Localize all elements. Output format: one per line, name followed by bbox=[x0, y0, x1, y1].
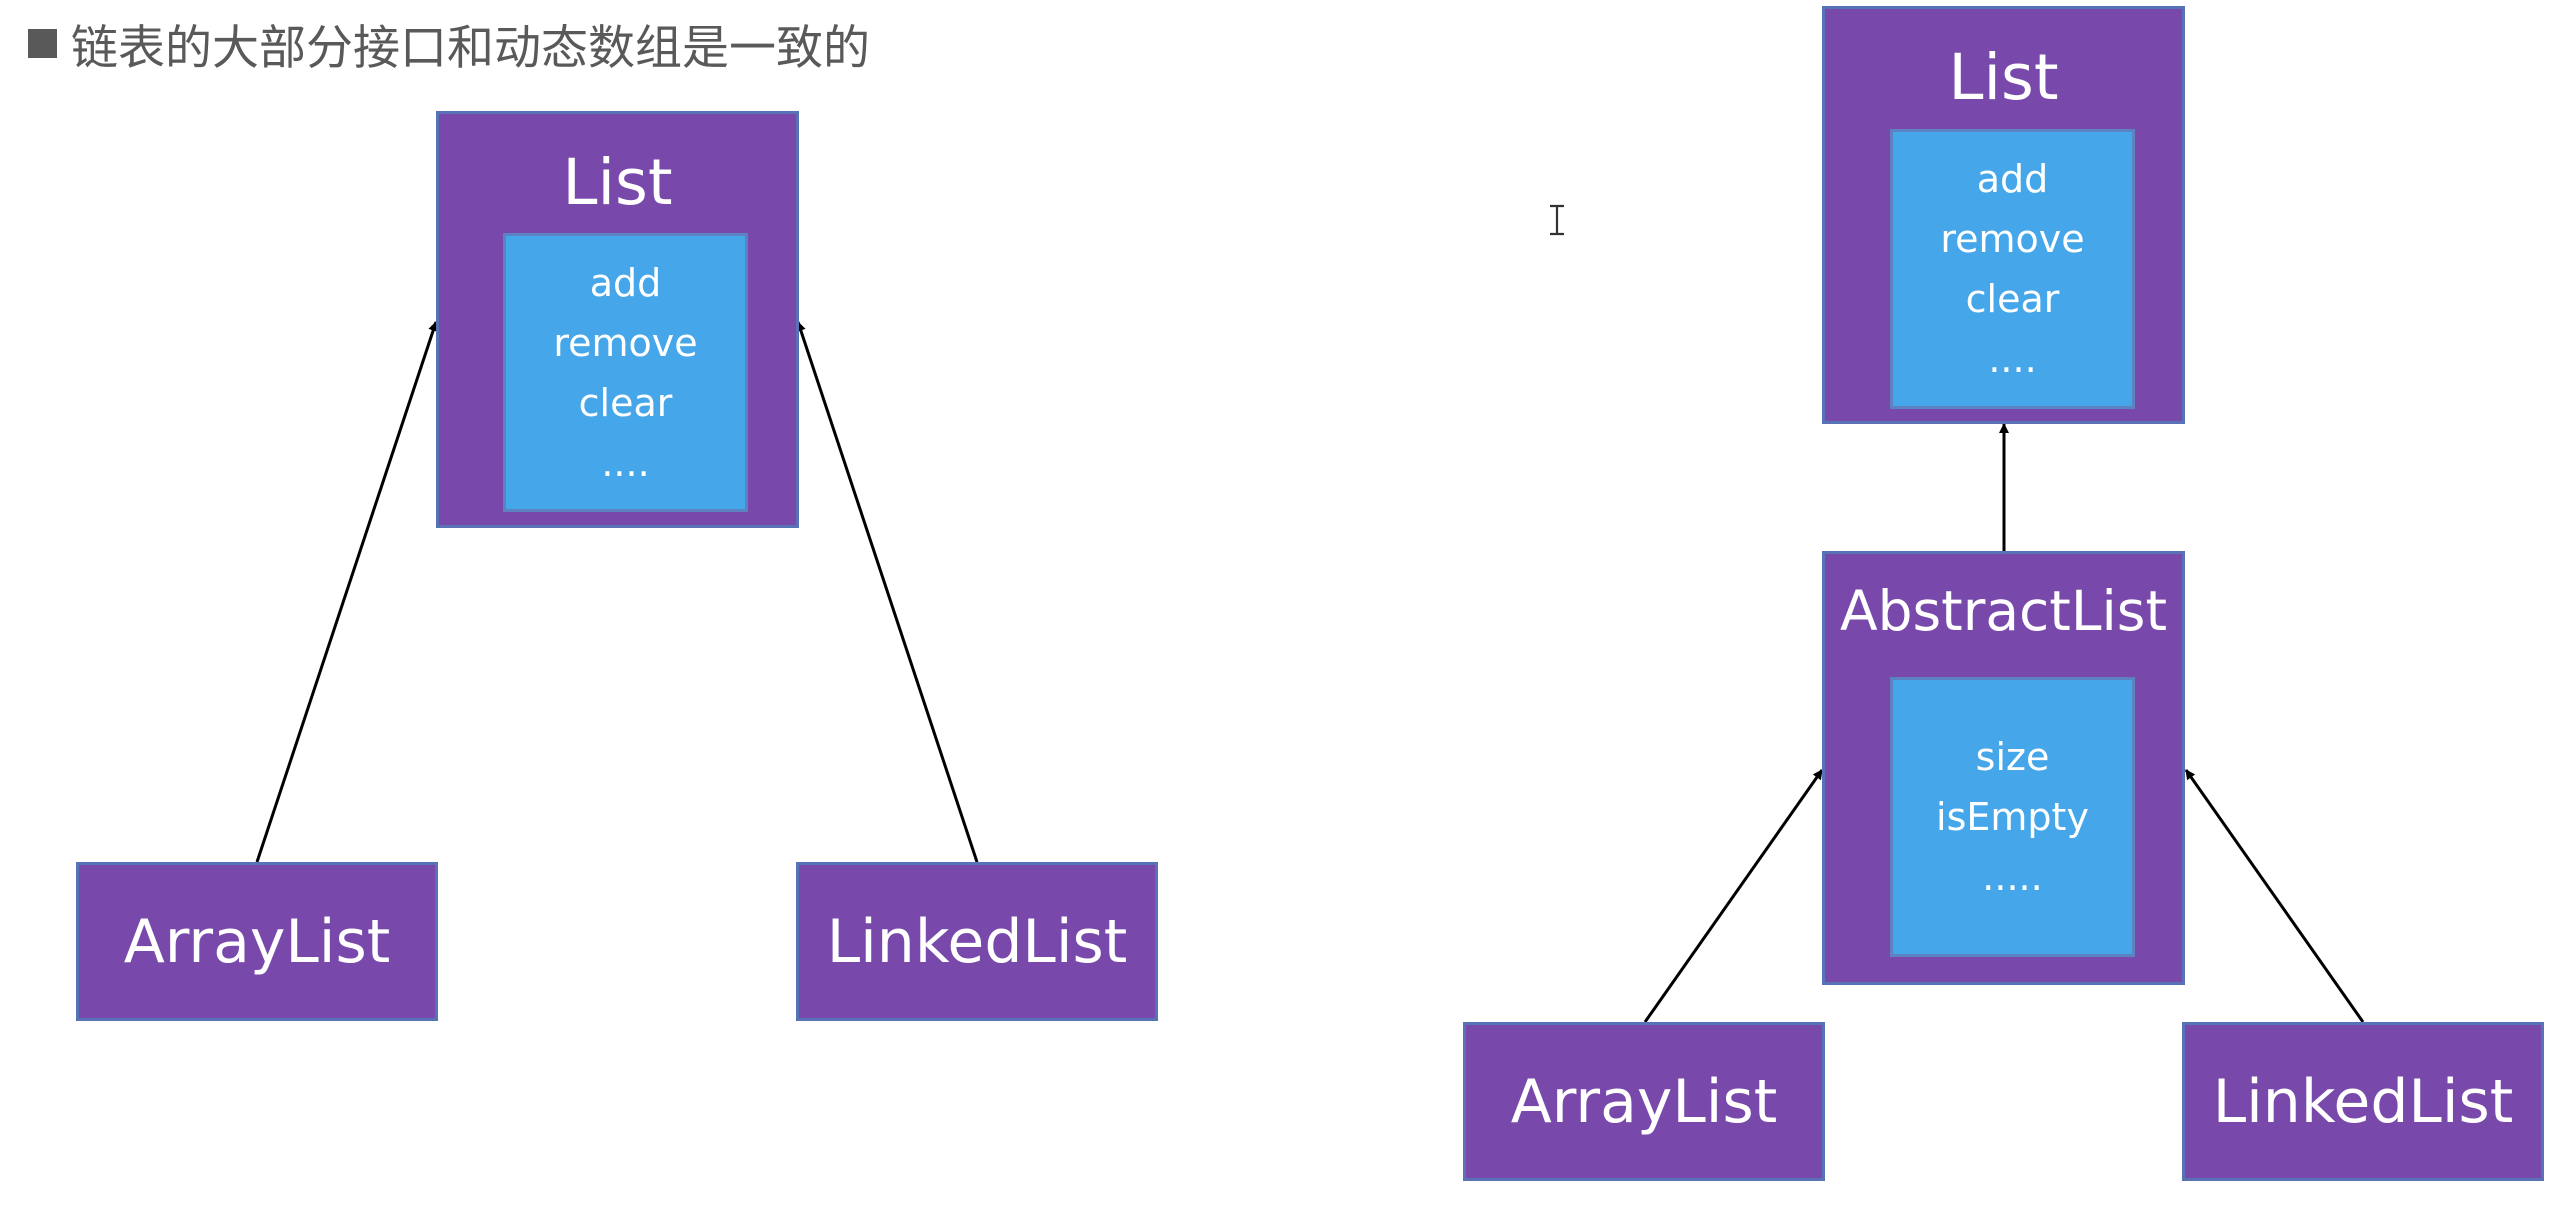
arrow-right-arraylist-to-abstractlist bbox=[1643, 769, 1824, 1023]
left-list-methods: add remove clear .... bbox=[503, 233, 748, 512]
right-abstractlist-methods: size isEmpty ..... bbox=[1890, 677, 2135, 957]
method-add: add bbox=[589, 260, 662, 305]
left-arraylist-class: ArrayList bbox=[76, 862, 438, 1021]
method-ellipsis: .... bbox=[601, 440, 650, 485]
heading: 链表的大部分接口和动态数组是一致的 bbox=[28, 8, 870, 78]
right-list-interface: List add remove clear .... bbox=[1822, 6, 2185, 424]
left-arraylist-title: ArrayList bbox=[123, 906, 391, 977]
method-clear: clear bbox=[1965, 277, 2060, 321]
right-arraylist-title: ArrayList bbox=[1510, 1066, 1778, 1137]
right-linkedlist-class: LinkedList bbox=[2182, 1022, 2544, 1181]
method-remove: remove bbox=[1940, 217, 2085, 261]
right-list-title: List bbox=[1948, 41, 2059, 114]
method-ellipsis: ..... bbox=[1982, 855, 2043, 899]
left-list-title: List bbox=[562, 146, 673, 219]
text-cursor-icon bbox=[1550, 204, 1564, 236]
method-add: add bbox=[1976, 157, 2049, 201]
right-list-methods: add remove clear .... bbox=[1890, 129, 2135, 409]
arrow-left-linkedlist-to-list bbox=[796, 321, 979, 863]
method-isempty: isEmpty bbox=[1936, 795, 2089, 839]
method-ellipsis: .... bbox=[1988, 337, 2037, 381]
right-linkedlist-title: LinkedList bbox=[2212, 1066, 2514, 1137]
arrow-right-linkedlist-to-abstractlist bbox=[2184, 769, 2365, 1023]
method-size: size bbox=[1975, 735, 2050, 779]
heading-text: 链表的大部分接口和动态数组是一致的 bbox=[71, 20, 870, 76]
arrow-left-arraylist-to-list bbox=[255, 321, 438, 863]
method-clear: clear bbox=[578, 380, 673, 425]
right-abstractlist-class: AbstractList size isEmpty ..... bbox=[1822, 551, 2185, 985]
right-abstractlist-title: AbstractList bbox=[1839, 579, 2168, 643]
left-linkedlist-class: LinkedList bbox=[796, 862, 1158, 1021]
left-linkedlist-title: LinkedList bbox=[826, 906, 1128, 977]
square-bullet-icon bbox=[28, 28, 57, 58]
left-list-interface: List add remove clear .... bbox=[436, 111, 799, 528]
right-arraylist-class: ArrayList bbox=[1463, 1022, 1825, 1181]
method-remove: remove bbox=[553, 320, 698, 365]
